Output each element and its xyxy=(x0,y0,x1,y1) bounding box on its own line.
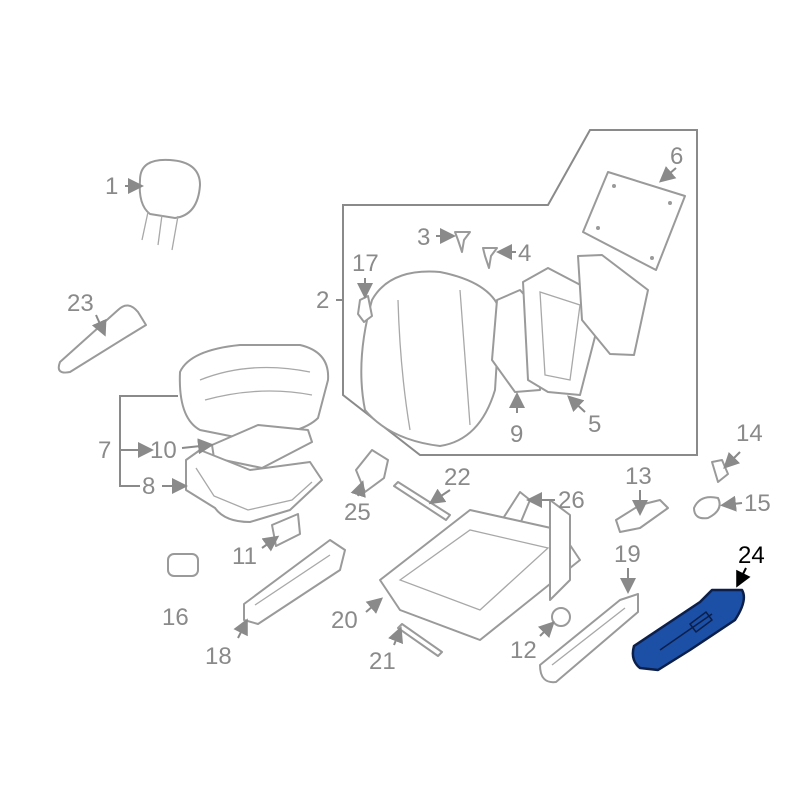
callout-3[interactable]: 3 xyxy=(417,224,430,251)
callout-8[interactable]: 8 xyxy=(142,473,155,500)
part-17-clip[interactable] xyxy=(357,295,373,323)
part-1-headrest[interactable] xyxy=(138,158,201,251)
part-16-switch[interactable] xyxy=(167,553,199,577)
part-2-seatback[interactable] xyxy=(360,270,501,447)
leader-lines xyxy=(91,166,751,646)
callout-21[interactable]: 21 xyxy=(369,648,396,675)
callout-11[interactable]: 11 xyxy=(232,543,257,570)
callout-1[interactable]: 1 xyxy=(105,173,118,200)
callout-2[interactable]: 2 xyxy=(316,287,329,314)
callout-12[interactable]: 12 xyxy=(510,637,537,664)
part-12-knob[interactable] xyxy=(551,607,571,627)
part-backboard[interactable] xyxy=(577,254,649,356)
callout-26[interactable]: 26 xyxy=(558,487,585,514)
part-3-screw[interactable] xyxy=(454,231,471,253)
part-4-screw[interactable] xyxy=(482,247,498,269)
callout-19[interactable]: 19 xyxy=(614,541,641,568)
part-18-track[interactable] xyxy=(243,539,346,625)
part-21-rod[interactable] xyxy=(397,623,443,657)
callout-24[interactable]: 24 xyxy=(738,542,765,569)
callout-17[interactable]: 17 xyxy=(352,250,379,277)
part-5-frame[interactable] xyxy=(522,267,599,396)
callout-4[interactable]: 4 xyxy=(518,240,531,267)
part-20-frame[interactable] xyxy=(379,499,581,641)
part-14-cap[interactable] xyxy=(711,459,729,483)
callout-labels: 1 2 3 4 5 6 7 8 9 10 11 12 13 14 15 16 1… xyxy=(67,143,771,675)
seatback-group-outline xyxy=(342,129,698,456)
callout-16[interactable]: 16 xyxy=(162,604,189,631)
part-19-track[interactable] xyxy=(539,593,639,684)
callout-25[interactable]: 25 xyxy=(344,499,371,526)
part-15-cap[interactable] xyxy=(693,496,721,520)
callout-7[interactable]: 7 xyxy=(98,437,111,464)
callout-6[interactable]: 6 xyxy=(670,143,683,170)
part-7-seat-cushion[interactable] xyxy=(178,344,330,439)
callout-9[interactable]: 9 xyxy=(510,421,523,448)
callout-22[interactable]: 22 xyxy=(444,464,471,491)
callout-23[interactable]: 23 xyxy=(67,290,94,317)
callout-18[interactable]: 18 xyxy=(205,643,232,670)
callout-5[interactable]: 5 xyxy=(588,411,601,438)
callout-15[interactable]: 15 xyxy=(744,490,771,517)
part-24-side-shield[interactable] xyxy=(631,588,746,672)
part-13-switch[interactable] xyxy=(615,499,669,533)
part-22-rod[interactable] xyxy=(393,481,451,521)
callout-20[interactable]: 20 xyxy=(331,607,358,634)
part-23-trim[interactable] xyxy=(57,304,147,374)
callout-14[interactable]: 14 xyxy=(736,420,763,447)
part-8-seat-pan[interactable] xyxy=(185,449,323,523)
callout-13[interactable]: 13 xyxy=(625,463,652,490)
part-11-cover[interactable] xyxy=(271,513,301,547)
callout-10[interactable]: 10 xyxy=(150,437,177,464)
part-6-panel[interactable] xyxy=(582,171,686,271)
